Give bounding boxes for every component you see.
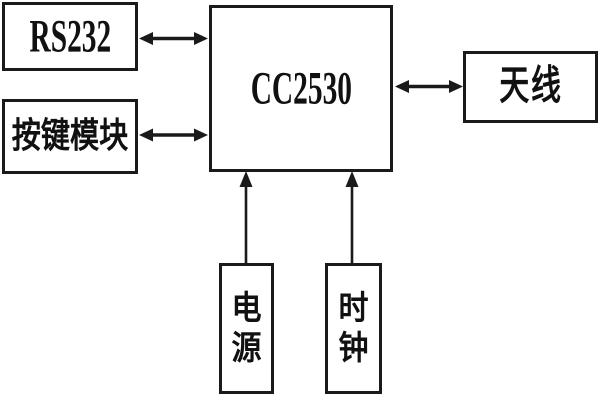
rs232-label: RS232 xyxy=(29,10,111,63)
rs232-box: RS232 xyxy=(2,2,138,71)
cc2530-label: CC2530 xyxy=(250,62,352,115)
arrow-clock-cc2530 xyxy=(345,171,359,263)
cc2530-box: CC2530 xyxy=(209,5,393,172)
clock-label-line1: 时 xyxy=(338,289,369,327)
arrow-power-cc2530 xyxy=(239,171,253,263)
clock-box: 时 钟 xyxy=(325,263,382,394)
clock-label-line2: 钟 xyxy=(338,329,369,367)
arrow-cc2530-antenna xyxy=(395,80,463,93)
keypad-module-box: 按键模块 xyxy=(2,99,138,174)
clock-label: 时 钟 xyxy=(338,289,369,367)
antenna-label: 天线 xyxy=(498,64,563,109)
power-box: 电 源 xyxy=(219,263,274,394)
keypad-module-label: 按键模块 xyxy=(11,116,129,156)
arrow-keypad-cc2530 xyxy=(139,128,208,142)
arrow-rs232-cc2530 xyxy=(139,32,208,45)
power-label-line2: 源 xyxy=(231,329,262,367)
power-label-line1: 电 xyxy=(231,289,262,327)
antenna-box: 天线 xyxy=(463,51,598,123)
power-label: 电 源 xyxy=(231,289,262,367)
